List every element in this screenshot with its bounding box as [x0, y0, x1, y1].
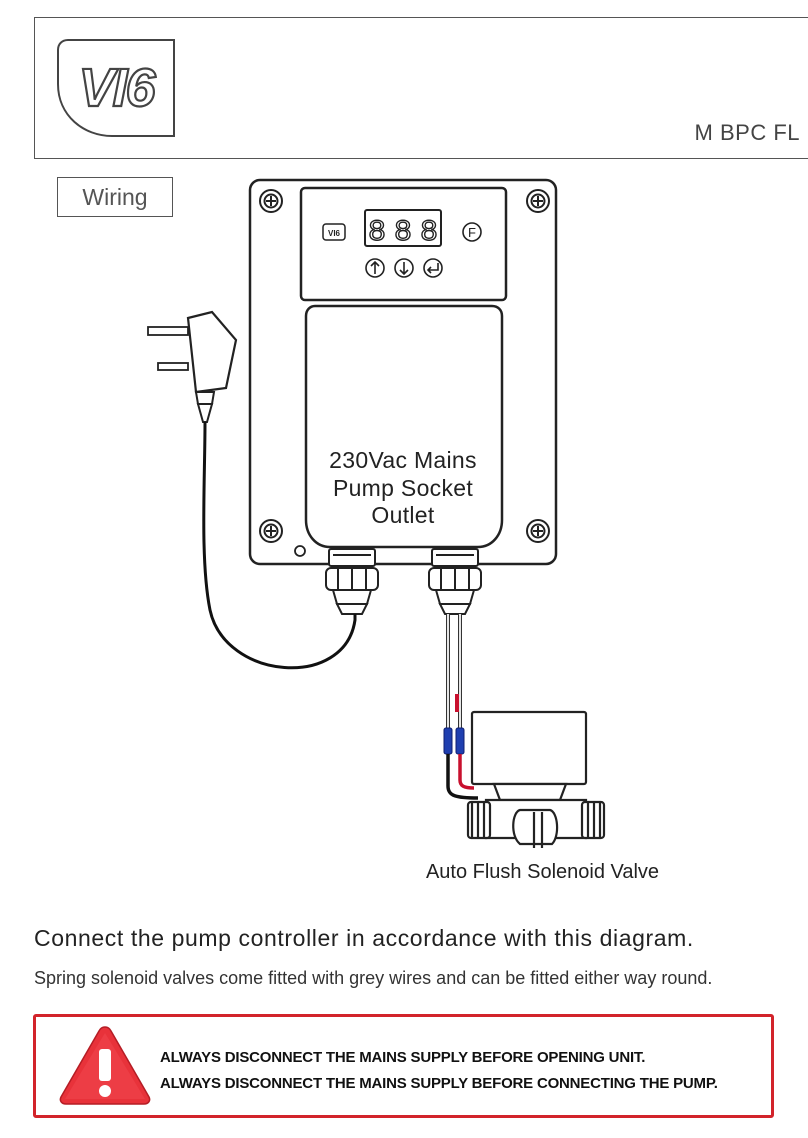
- note-text: Spring solenoid valves come fitted with …: [34, 968, 713, 988]
- cable-gland-left: [325, 548, 379, 615]
- warning-triangle-icon: [59, 1026, 151, 1105]
- wiring-diagram: VI6 8 8 8 F: [147, 178, 606, 848]
- warning-line1: ALWAYS DISCONNECT THE MAINS SUPPLY BEFOR…: [160, 1049, 646, 1066]
- controller-enclosure: VI6 8 8 8 F: [248, 178, 558, 615]
- socket-label-line3: Outlet: [371, 502, 435, 528]
- mains-plug: [147, 310, 238, 423]
- cable-gland-right: [428, 548, 482, 615]
- instruction-text: Connect the pump controller in accordanc…: [34, 925, 694, 951]
- header-frame: [34, 17, 808, 159]
- panel-logo: [322, 223, 346, 241]
- solenoid-valve: [466, 710, 606, 848]
- warning-text: ALWAYS DISCONNECT THE MAINS SUPPLY BEFOR…: [160, 1045, 718, 1097]
- svg-text:F: F: [468, 225, 476, 240]
- socket-cover: [304, 304, 504, 549]
- function-button[interactable]: F: [462, 222, 482, 242]
- up-button[interactable]: [365, 258, 385, 278]
- svg-text:8: 8: [368, 216, 386, 250]
- digital-display: [364, 209, 442, 247]
- brand-logo: VI6: [57, 39, 175, 137]
- enter-icon: [426, 263, 439, 274]
- warning-box: ALWAYS DISCONNECT THE MAINS SUPPLY BEFOR…: [33, 1014, 774, 1118]
- enter-button[interactable]: [423, 258, 443, 278]
- socket-label-line2: Pump Socket: [332, 474, 474, 501]
- svg-text:8: 8: [394, 216, 412, 250]
- arrow-down-icon: [399, 262, 409, 276]
- valve-label: Auto Flush Solenoid Valve: [425, 861, 660, 883]
- socket-label-line1: 230Vac Mains: [329, 447, 477, 473]
- model-code: M BPC FL: [694, 120, 800, 145]
- svg-text:VI6: VI6: [78, 58, 156, 118]
- socket-label: 230Vac Mains Pump Socket Outlet: [313, 447, 493, 530]
- warning-line2: ALWAYS DISCONNECT THE MAINS SUPPLY BEFOR…: [160, 1075, 718, 1092]
- arrow-up-icon: [370, 260, 380, 274]
- svg-text:VI6: VI6: [328, 229, 341, 238]
- section-title: Wiring: [57, 177, 173, 217]
- solenoid-wires: [443, 614, 479, 800]
- svg-text:8: 8: [420, 216, 438, 250]
- corner-screws: [259, 189, 550, 543]
- mains-cable: [202, 421, 357, 670]
- down-button[interactable]: [394, 258, 414, 278]
